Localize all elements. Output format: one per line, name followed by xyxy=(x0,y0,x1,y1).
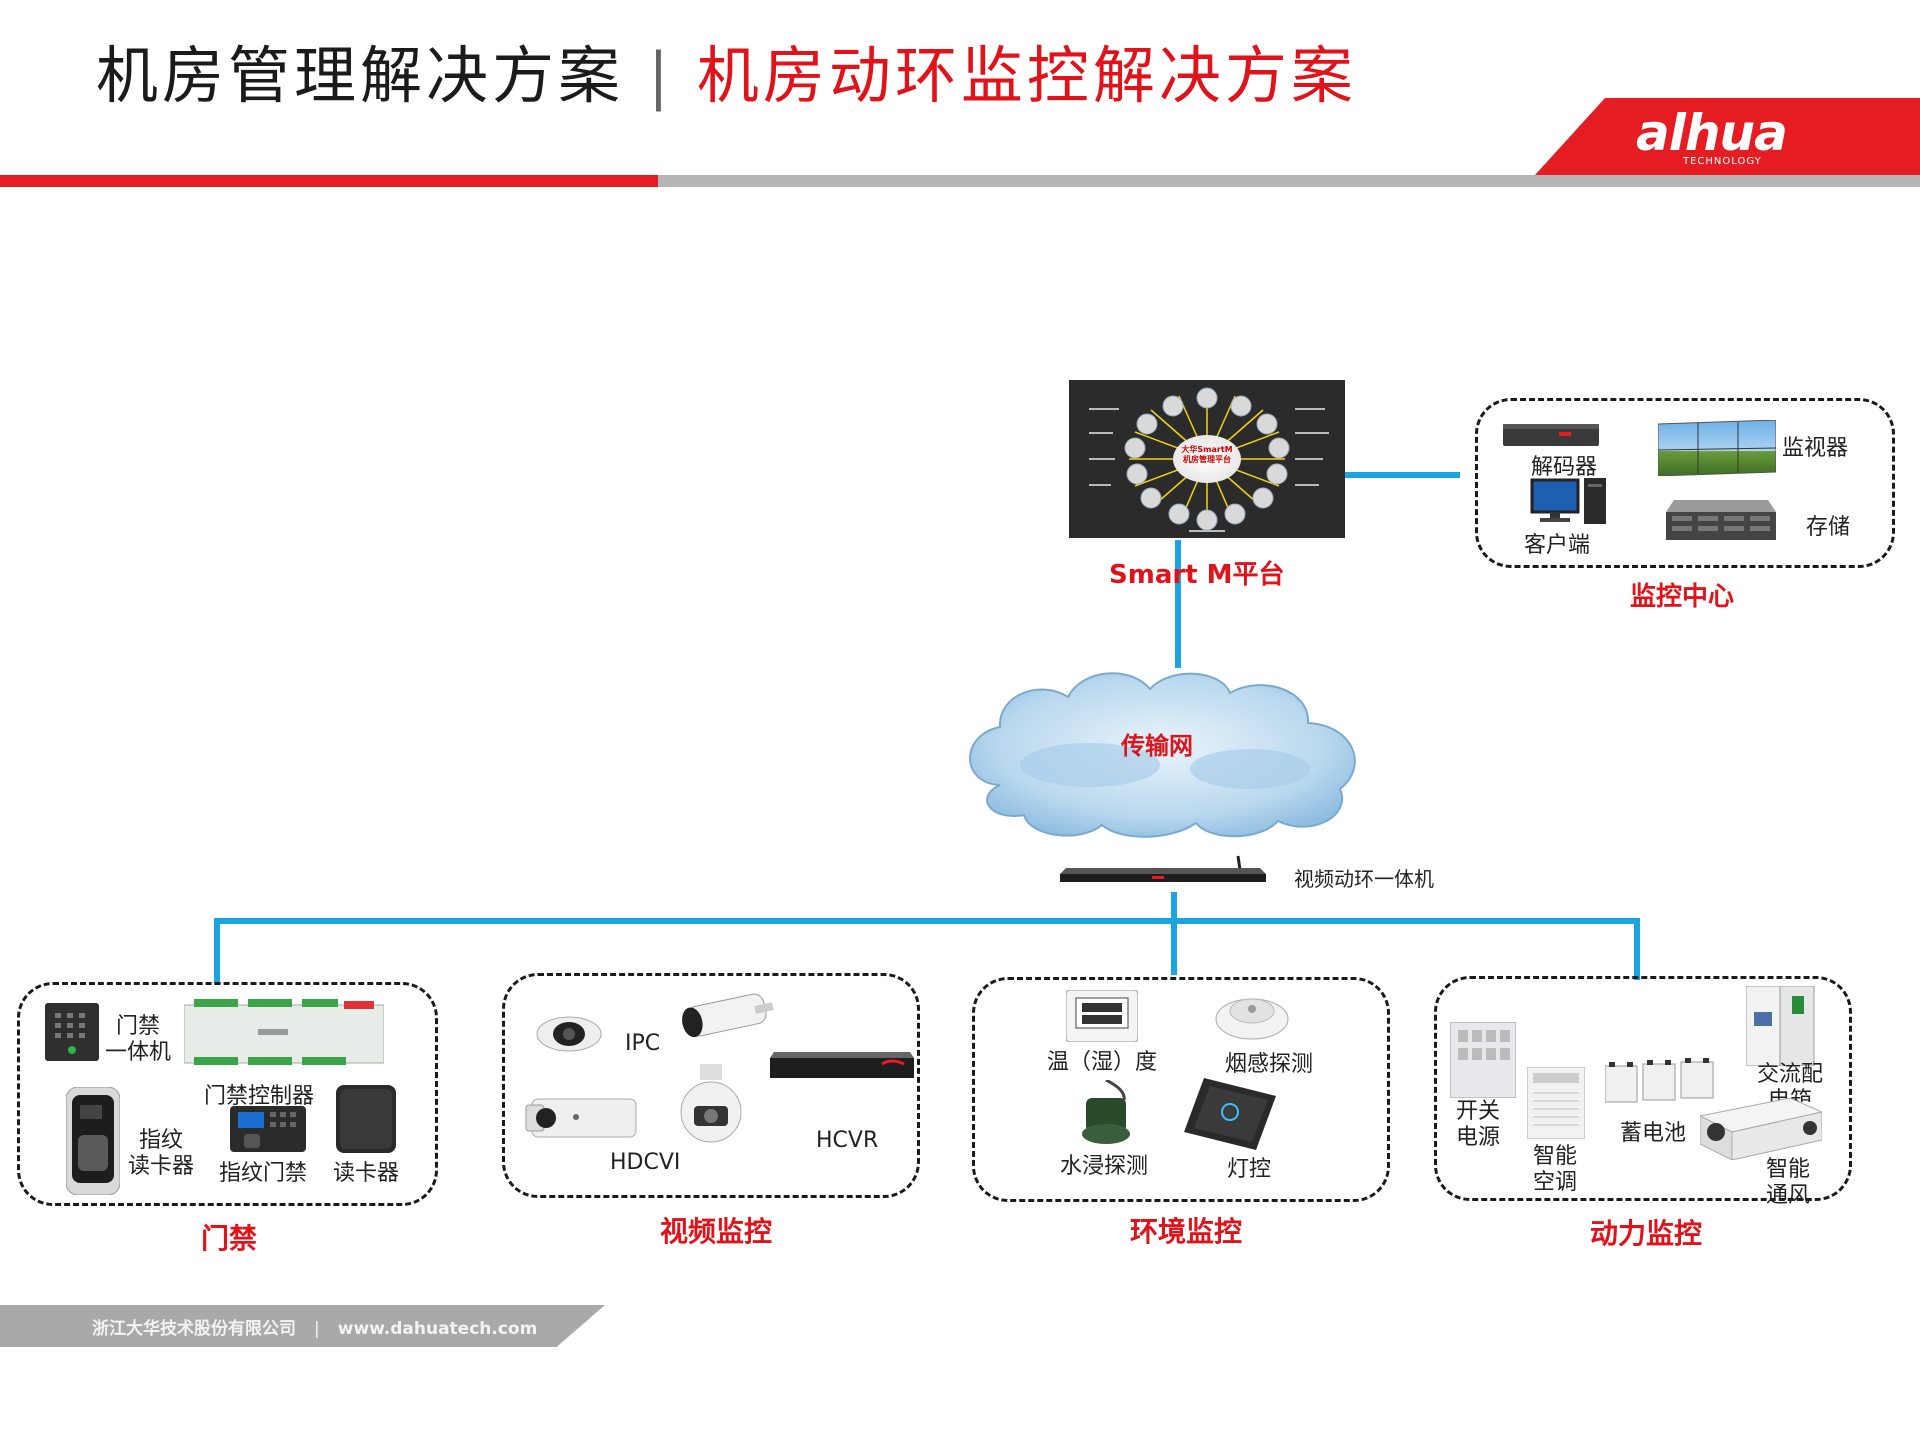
hub-label: 视频动环一体机 xyxy=(1294,867,1434,891)
title-left: 机房管理解决方案 xyxy=(96,39,625,112)
water-leak-label: 水浸探测 xyxy=(1060,1154,1149,1179)
header-grey-bar xyxy=(658,175,1920,187)
access-control-title: 门禁 xyxy=(201,1222,258,1255)
smart-ac-label: 智能 空调 xyxy=(1532,1144,1577,1195)
logo-banner xyxy=(1535,98,1920,175)
access-terminal-label: 门禁 一体机 xyxy=(104,1014,171,1065)
power-monitoring-box xyxy=(1434,976,1852,1201)
monitor-label: 监视器 xyxy=(1782,436,1849,461)
access-control-box xyxy=(17,982,438,1206)
hub-device-icon xyxy=(1060,855,1266,882)
storage-icon xyxy=(1666,500,1776,540)
card-reader-label: 读卡器 xyxy=(333,1161,400,1186)
power-monitoring-title: 动力监控 xyxy=(1590,1217,1703,1250)
hcvr-label: HCVR xyxy=(816,1128,879,1153)
smart-ventilation-label: 智能 通风 xyxy=(1765,1157,1810,1208)
decoder-label: 解码器 xyxy=(1531,455,1598,480)
network-cloud-icon xyxy=(969,672,1356,838)
temperature-humidity-label: 温（湿）度 xyxy=(1047,1050,1158,1075)
fingerprint-access-label: 指纹门禁 xyxy=(219,1161,308,1186)
hdcvi-label: HDCVI xyxy=(610,1150,681,1175)
fingerprint-access-icon xyxy=(230,1106,306,1152)
ipc-label: IPC xyxy=(625,1031,661,1056)
title-right: 机房动环监控解决方案 xyxy=(696,39,1357,112)
platform-center-text-2: 机房管理平台 xyxy=(1183,455,1231,464)
video-monitoring-box xyxy=(502,973,920,1198)
temperature-humidity-sensor-icon xyxy=(1066,990,1138,1042)
water-leak-sensor-icon xyxy=(1082,1080,1130,1144)
footer-company: 浙江大华技术股份有限公司 xyxy=(92,1319,296,1339)
monitoring-center-title: 监控中心 xyxy=(1630,582,1735,612)
fingerprint-reader-label: 指纹 读卡器 xyxy=(127,1128,194,1179)
ac-distribution-cabinet-icon xyxy=(1746,986,1815,1066)
footer-bar xyxy=(0,1305,605,1347)
access-controller-icon xyxy=(184,999,384,1065)
storage-label: 存储 xyxy=(1806,515,1851,540)
light-control-icon xyxy=(1184,1078,1276,1150)
network-label: 传输网 xyxy=(1121,732,1193,760)
environment-monitoring-box xyxy=(972,977,1390,1202)
smartm-platform-image: 大华SmartM 机房管理平台 xyxy=(1069,380,1345,538)
decoder-icon xyxy=(1503,424,1599,446)
platform-center-text-1: 大华SmartM xyxy=(1181,445,1233,454)
footer-separator: | xyxy=(314,1319,320,1339)
card-reader-icon xyxy=(336,1085,396,1153)
footer-website: www.dahuatech.com xyxy=(337,1319,538,1339)
switch-power-supply-label: 开关 电源 xyxy=(1455,1099,1500,1150)
switch-power-supply-icon xyxy=(1450,1022,1516,1098)
header-red-bar xyxy=(0,175,658,187)
battery-label: 蓄电池 xyxy=(1620,1121,1687,1146)
bullet-camera-icon xyxy=(682,993,774,1038)
client-label: 客户端 xyxy=(1524,533,1591,558)
fingerprint-reader-icon xyxy=(66,1087,120,1195)
smart-ac-icon xyxy=(1527,1067,1585,1139)
ac-distribution-label: 交流配 电箱 xyxy=(1756,1062,1823,1102)
smart-ventilation-icon xyxy=(1700,1098,1822,1160)
dahua-logo: alhua xyxy=(1636,104,1788,162)
smoke-detector-label: 烟感探测 xyxy=(1225,1052,1314,1077)
video-monitoring-title: 视频监控 xyxy=(660,1215,773,1248)
smoke-detector-icon xyxy=(1215,998,1289,1040)
client-pc-icon xyxy=(1530,478,1606,524)
hcvr-recorder-icon xyxy=(770,1052,914,1078)
access-terminal-icon xyxy=(45,1003,99,1061)
footer-text: 浙江大华技术股份有限公司 | www.dahuatech.com xyxy=(92,1314,537,1339)
logo-subtitle: TECHNOLOGY xyxy=(1683,156,1762,167)
environment-monitoring-title: 环境监控 xyxy=(1130,1215,1243,1248)
dome-camera-icon xyxy=(536,1016,602,1052)
platform-center-label: 大华SmartM 机房管理平台 xyxy=(1173,445,1241,465)
light-control-label: 灯控 xyxy=(1227,1157,1272,1182)
slide-title: 机房管理解决方案 | 机房动环监控解决方案 xyxy=(96,36,1357,116)
access-controller-label: 门禁控制器 xyxy=(204,1084,315,1109)
battery-icon xyxy=(1605,1058,1714,1103)
video-wall-icon xyxy=(1658,420,1776,476)
title-separator: | xyxy=(648,39,673,112)
platform-label: Smart M平台 xyxy=(1109,560,1285,590)
monitoring-center-box xyxy=(1475,398,1895,568)
platform-wheel-graphic xyxy=(1089,387,1329,532)
hdcvi-camera-icon xyxy=(525,1098,637,1138)
speed-dome-icon xyxy=(680,1064,742,1143)
